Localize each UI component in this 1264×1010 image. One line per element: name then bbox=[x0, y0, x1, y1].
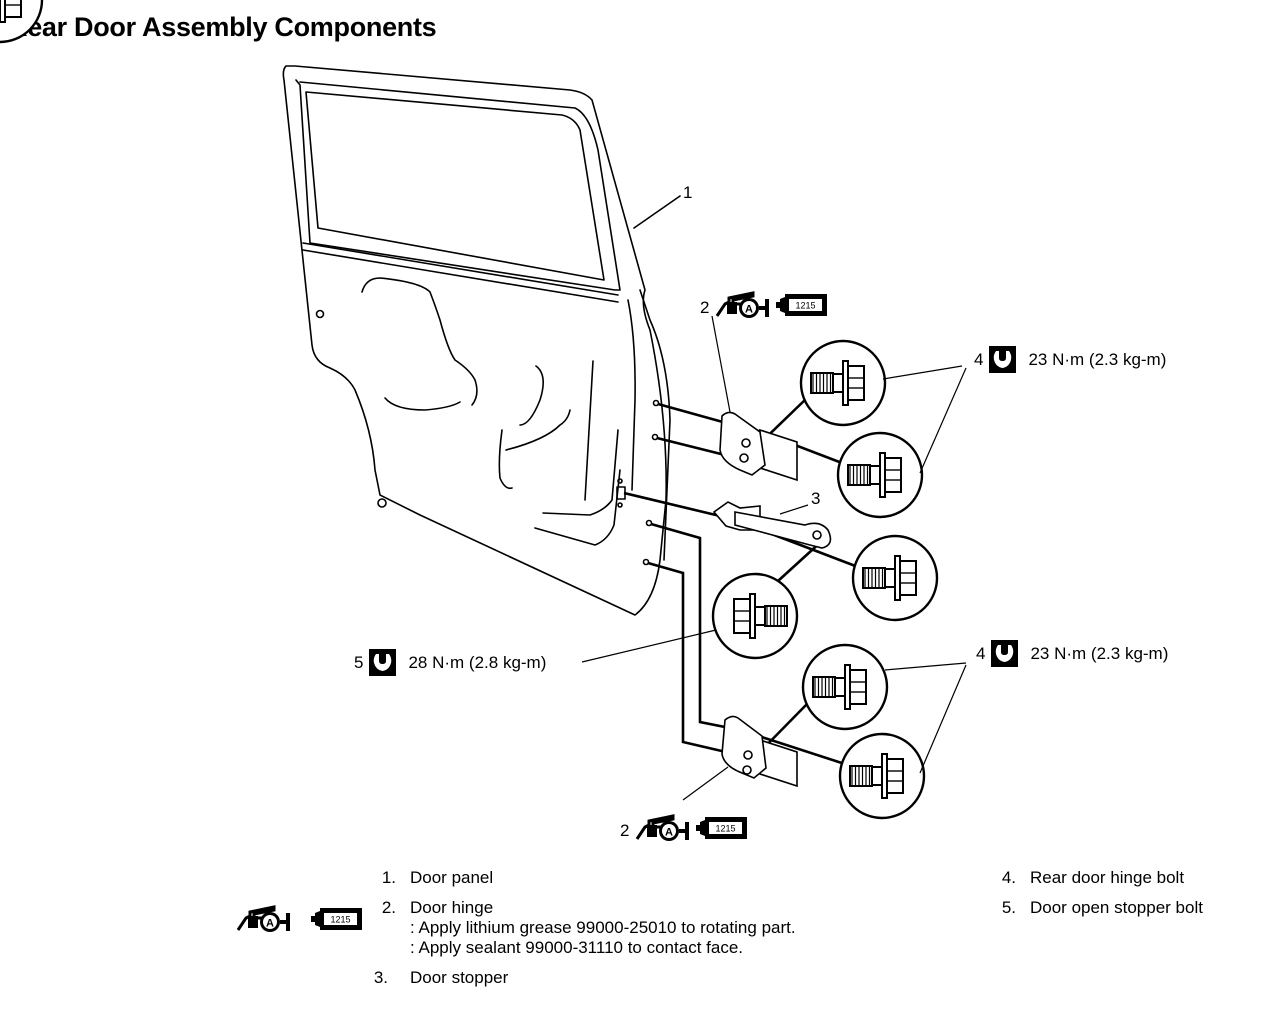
legend-item: 5. Door open stopper bolt bbox=[1001, 898, 1203, 917]
hinge-lower-supply: 2 A 1215 bbox=[620, 813, 749, 848]
sealant-tube-icon: 1215 bbox=[775, 292, 829, 323]
torque-value: 28 N·m (2.8 kg-m) bbox=[408, 652, 547, 672]
torque-spec-hinge-upper: 4 23 N·m (2.3 kg-m) bbox=[974, 346, 1166, 373]
torque-value: 23 N·m (2.3 kg-m) bbox=[1030, 643, 1169, 663]
grease-gun-icon: A bbox=[715, 290, 775, 325]
grease-gun-icon: A bbox=[635, 813, 695, 848]
callout-2-lower: 2 bbox=[620, 820, 630, 840]
callout-1: 1 bbox=[683, 183, 692, 202]
svg-text:1215: 1215 bbox=[330, 915, 350, 925]
svg-text:A: A bbox=[665, 827, 673, 839]
callout-3: 3 bbox=[811, 489, 820, 508]
upper-hinge-drawing bbox=[719, 411, 798, 482]
bolt-detail-stopper-2 bbox=[711, 572, 799, 660]
svg-text:1215: 1215 bbox=[796, 301, 816, 311]
bolt-details bbox=[0, 0, 939, 820]
bolt-detail-upper-2 bbox=[836, 431, 924, 519]
sealant-tube-icon: 1215 bbox=[695, 815, 749, 846]
torque-value: 23 N·m (2.3 kg-m) bbox=[1028, 349, 1167, 369]
door-stopper-drawing bbox=[712, 501, 832, 549]
torque-spec-hinge-lower: 4 23 N·m (2.3 kg-m) bbox=[976, 640, 1168, 667]
legend-note: : Apply lithium grease 99000-25010 to ro… bbox=[410, 918, 796, 937]
wrench-icon bbox=[989, 346, 1017, 373]
sealant-tube-icon: 1215 bbox=[310, 906, 364, 937]
svg-text:1215: 1215 bbox=[716, 824, 736, 834]
page-title: Rear Door Assembly Components bbox=[8, 12, 437, 42]
door-panel-drawing bbox=[282, 65, 671, 616]
hinge-upper-supply: 2 A 1215 bbox=[700, 290, 829, 325]
bolt-detail-lower-1 bbox=[801, 643, 889, 731]
callout-4-lower: 4 bbox=[976, 643, 986, 663]
callout-5: 5 bbox=[354, 652, 364, 672]
bolt-detail-stopper bbox=[851, 534, 939, 622]
legend-item: 2. Door hinge bbox=[381, 898, 494, 917]
callout-2-upper: 2 bbox=[700, 297, 710, 317]
legend-item: 4. Rear door hinge bolt bbox=[1001, 868, 1185, 887]
svg-text:A: A bbox=[266, 918, 274, 930]
legend-right: 4. Rear door hinge bolt 5. Door open sto… bbox=[976, 868, 1203, 918]
bolt-detail-lower-2 bbox=[838, 732, 926, 820]
legend-supply-icons: A 1215 bbox=[236, 904, 364, 939]
legend-item: 3. Door stopper bbox=[373, 968, 509, 987]
bolt-detail-upper-1 bbox=[799, 339, 887, 427]
lower-hinge-drawing bbox=[721, 715, 798, 788]
grease-gun-icon: A bbox=[236, 904, 296, 939]
legend-note: : Apply sealant 99000-31110 to contact f… bbox=[410, 938, 743, 957]
legend-left: 1. Door panel 2. Door hinge : Apply lith… bbox=[356, 868, 796, 988]
callout-4-upper: 4 bbox=[974, 349, 984, 369]
wrench-icon bbox=[369, 649, 397, 676]
svg-text:A: A bbox=[745, 304, 753, 316]
wrench-icon bbox=[991, 640, 1019, 667]
legend-item: 1. Door panel bbox=[381, 868, 494, 887]
torque-spec-stopper: 5 28 N·m (2.8 kg-m) bbox=[354, 649, 546, 676]
